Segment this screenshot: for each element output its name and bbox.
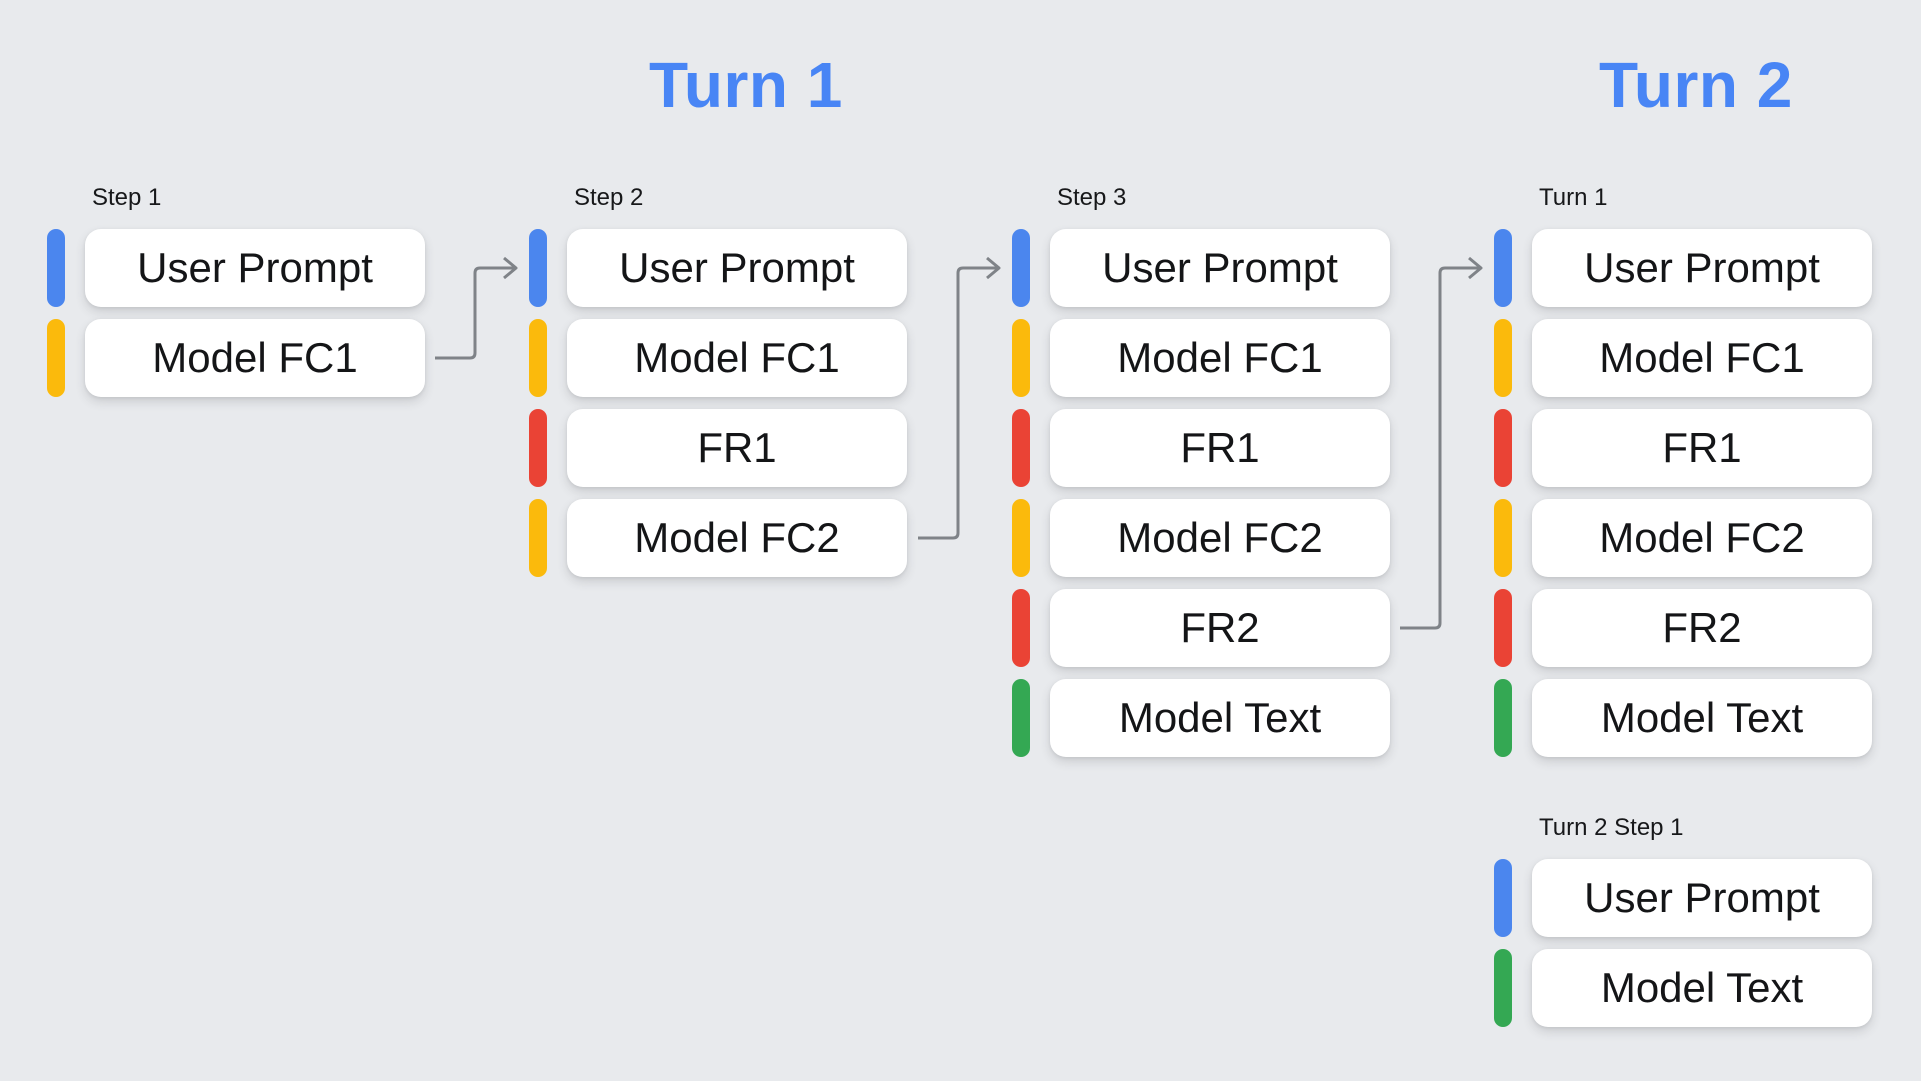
arrow-step3-to-turn1 bbox=[1400, 256, 1483, 630]
column-label: Step 2 bbox=[574, 184, 644, 211]
yellow-pill bbox=[1012, 499, 1030, 577]
diagram-row: Model FC1 bbox=[1012, 319, 1390, 397]
model-fc1-card: Model FC1 bbox=[1532, 319, 1872, 397]
diagram-row: FR2 bbox=[1494, 589, 1872, 667]
diagram-row: Model Text bbox=[1494, 679, 1872, 757]
green-pill bbox=[1494, 679, 1512, 757]
model-fc1-card: Model FC1 bbox=[1050, 319, 1390, 397]
diagram-row: Model FC2 bbox=[1494, 499, 1872, 577]
yellow-pill bbox=[1012, 319, 1030, 397]
turn-1-heading: Turn 1 bbox=[649, 49, 843, 121]
model-text-card: Model Text bbox=[1050, 679, 1390, 757]
model-fc2-card: Model FC2 bbox=[1532, 499, 1872, 577]
green-pill bbox=[1494, 949, 1512, 1027]
diagram-row: User Prompt bbox=[47, 229, 425, 307]
diagram-row: User Prompt bbox=[529, 229, 907, 307]
diagram-row: Model Text bbox=[1012, 679, 1390, 757]
user-prompt-card: User Prompt bbox=[567, 229, 907, 307]
user-prompt-card: User Prompt bbox=[1532, 229, 1872, 307]
diagram-row: Model FC1 bbox=[1494, 319, 1872, 397]
model-fc2-card: Model FC2 bbox=[567, 499, 907, 577]
model-fc1-card: Model FC1 bbox=[567, 319, 907, 397]
green-pill bbox=[1012, 679, 1030, 757]
diagram-row: Model FC2 bbox=[529, 499, 907, 577]
blue-pill bbox=[529, 229, 547, 307]
model-text-card: Model Text bbox=[1532, 949, 1872, 1027]
blue-pill bbox=[1494, 859, 1512, 937]
user-prompt-card: User Prompt bbox=[1050, 229, 1390, 307]
model-text-card: Model Text bbox=[1532, 679, 1872, 757]
yellow-pill bbox=[1494, 319, 1512, 397]
yellow-pill bbox=[47, 319, 65, 397]
diagram-row: FR1 bbox=[1012, 409, 1390, 487]
diagram-row: User Prompt bbox=[1494, 859, 1872, 937]
yellow-pill bbox=[529, 319, 547, 397]
diagram-row: Model Text bbox=[1494, 949, 1872, 1027]
red-pill bbox=[1012, 409, 1030, 487]
model-fc2-card: Model FC2 bbox=[1050, 499, 1390, 577]
user-prompt-card: User Prompt bbox=[85, 229, 425, 307]
column-label: Turn 1 bbox=[1539, 184, 1608, 211]
diagram-row: User Prompt bbox=[1012, 229, 1390, 307]
fr2-card: FR2 bbox=[1050, 589, 1390, 667]
red-pill bbox=[1012, 589, 1030, 667]
model-fc1-card: Model FC1 bbox=[85, 319, 425, 397]
column-label: Step 3 bbox=[1057, 184, 1127, 211]
turn-2-heading: Turn 2 bbox=[1599, 49, 1793, 121]
fr1-card: FR1 bbox=[567, 409, 907, 487]
fr1-card: FR1 bbox=[1050, 409, 1390, 487]
diagram-row: Model FC2 bbox=[1012, 499, 1390, 577]
diagram-row: User Prompt bbox=[1494, 229, 1872, 307]
diagram-row: Model FC1 bbox=[47, 319, 425, 397]
column-label: Turn 2 Step 1 bbox=[1539, 814, 1684, 841]
blue-pill bbox=[1012, 229, 1030, 307]
diagram-row: FR1 bbox=[1494, 409, 1872, 487]
arrow-step2-to-step3 bbox=[918, 256, 1001, 540]
red-pill bbox=[1494, 409, 1512, 487]
yellow-pill bbox=[529, 499, 547, 577]
user-prompt-card: User Prompt bbox=[1532, 859, 1872, 937]
red-pill bbox=[529, 409, 547, 487]
blue-pill bbox=[47, 229, 65, 307]
fr1-card: FR1 bbox=[1532, 409, 1872, 487]
yellow-pill bbox=[1494, 499, 1512, 577]
fr2-card: FR2 bbox=[1532, 589, 1872, 667]
blue-pill bbox=[1494, 229, 1512, 307]
diagram-row: FR1 bbox=[529, 409, 907, 487]
red-pill bbox=[1494, 589, 1512, 667]
diagram-row: FR2 bbox=[1012, 589, 1390, 667]
arrow-step1-to-step2 bbox=[435, 256, 518, 360]
diagram-row: Model FC1 bbox=[529, 319, 907, 397]
column-label: Step 1 bbox=[92, 184, 162, 211]
